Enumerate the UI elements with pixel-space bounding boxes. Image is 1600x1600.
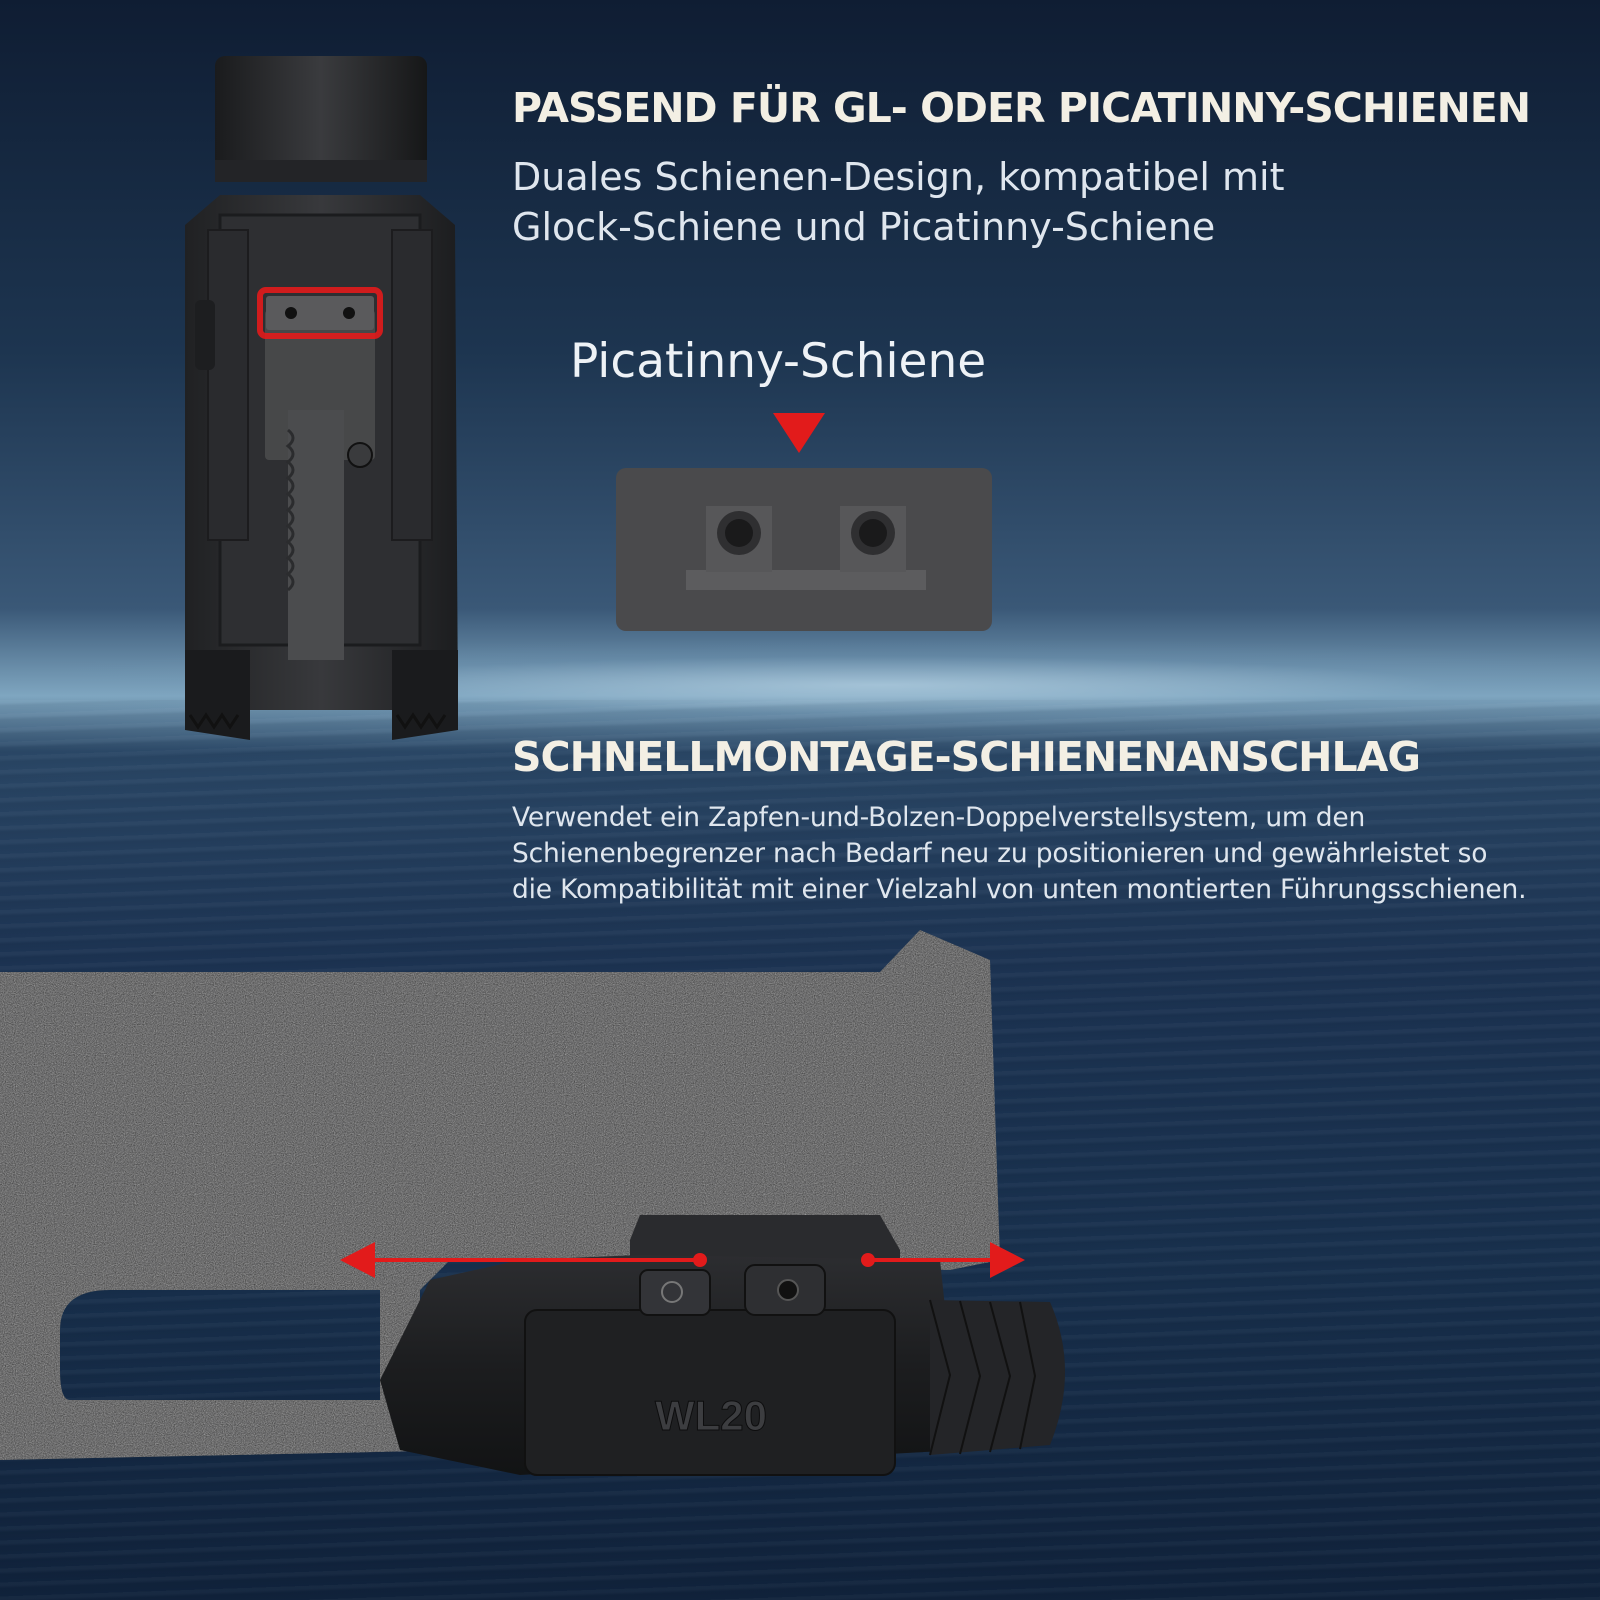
product-model-label: WL20: [655, 1392, 767, 1439]
picatinny-rail-block: [686, 506, 926, 590]
description-1-line-1: Duales Schienen-Design, kompatibel mit: [512, 155, 1285, 199]
headline-quick-mount: SCHNELLMONTAGE-SCHIENENANSCHLAG: [512, 733, 1421, 781]
pistol-with-light-illustration: WL20: [0, 930, 1065, 1476]
picatinny-rail-panel: [616, 468, 992, 631]
arrow-right-icon: [990, 1242, 1025, 1278]
description-1-line-2: Glock-Schiene und Picatinny-Schiene: [512, 205, 1216, 249]
description-2-line-3: die Kompatibilität mit einer Vielzahl vo…: [512, 874, 1527, 905]
description-2-line-1: Verwendet ein Zapfen-und-Bolzen-Doppelve…: [512, 802, 1366, 833]
description-quick-mount: Verwendet ein Zapfen-und-Bolzen-Doppelve…: [512, 800, 1592, 908]
arrow-left-icon: [340, 1242, 375, 1278]
headline-rail-compatibility: PASSEND FÜR GL- ODER PICATINNY-SCHIENEN: [512, 84, 1531, 132]
description-rail-compatibility: Duales Schienen-Design, kompatibel mit G…: [512, 152, 1572, 252]
picatinny-rail-label: Picatinny-Schiene: [570, 334, 987, 389]
description-2-line-2: Schienenbegrenzer nach Bedarf neu zu pos…: [512, 838, 1488, 869]
arrow-down-icon: [773, 413, 825, 453]
flashlight-top-view: [185, 56, 458, 740]
